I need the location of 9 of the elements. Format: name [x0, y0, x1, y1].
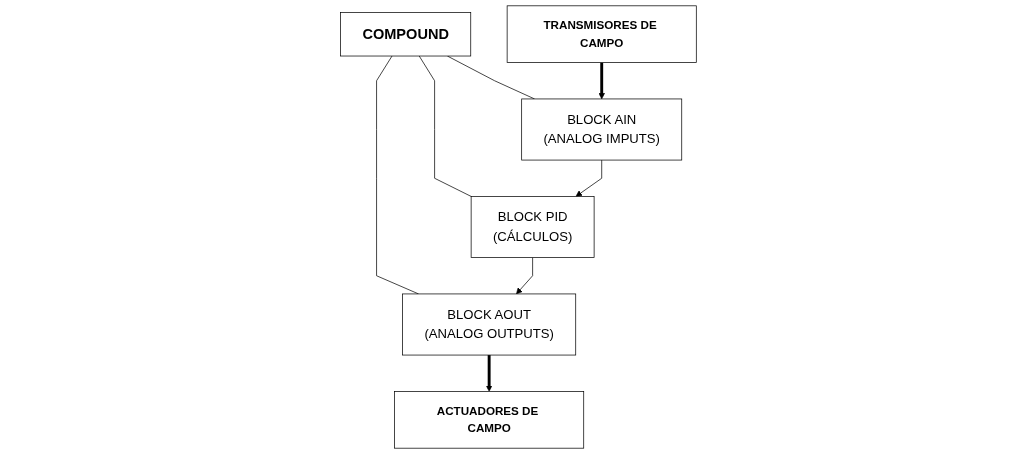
- node-box: BLOCK AIN (ANALOG IMPUTS): [520, 98, 682, 161]
- node-box: ACTUADORES DE CAMPO: [393, 391, 584, 449]
- node-box: COMPOUND: [339, 12, 471, 57]
- node-box: TRANSMISORES DE CAMPO: [506, 5, 697, 63]
- connector: [418, 55, 472, 197]
- arrow: [598, 62, 605, 100]
- node-box: BLOCK PID (CÁLCULOS): [470, 196, 595, 258]
- arrow: [485, 355, 492, 392]
- node-box: BLOCK AOUT (ANALOG OUTPUTS): [401, 293, 576, 356]
